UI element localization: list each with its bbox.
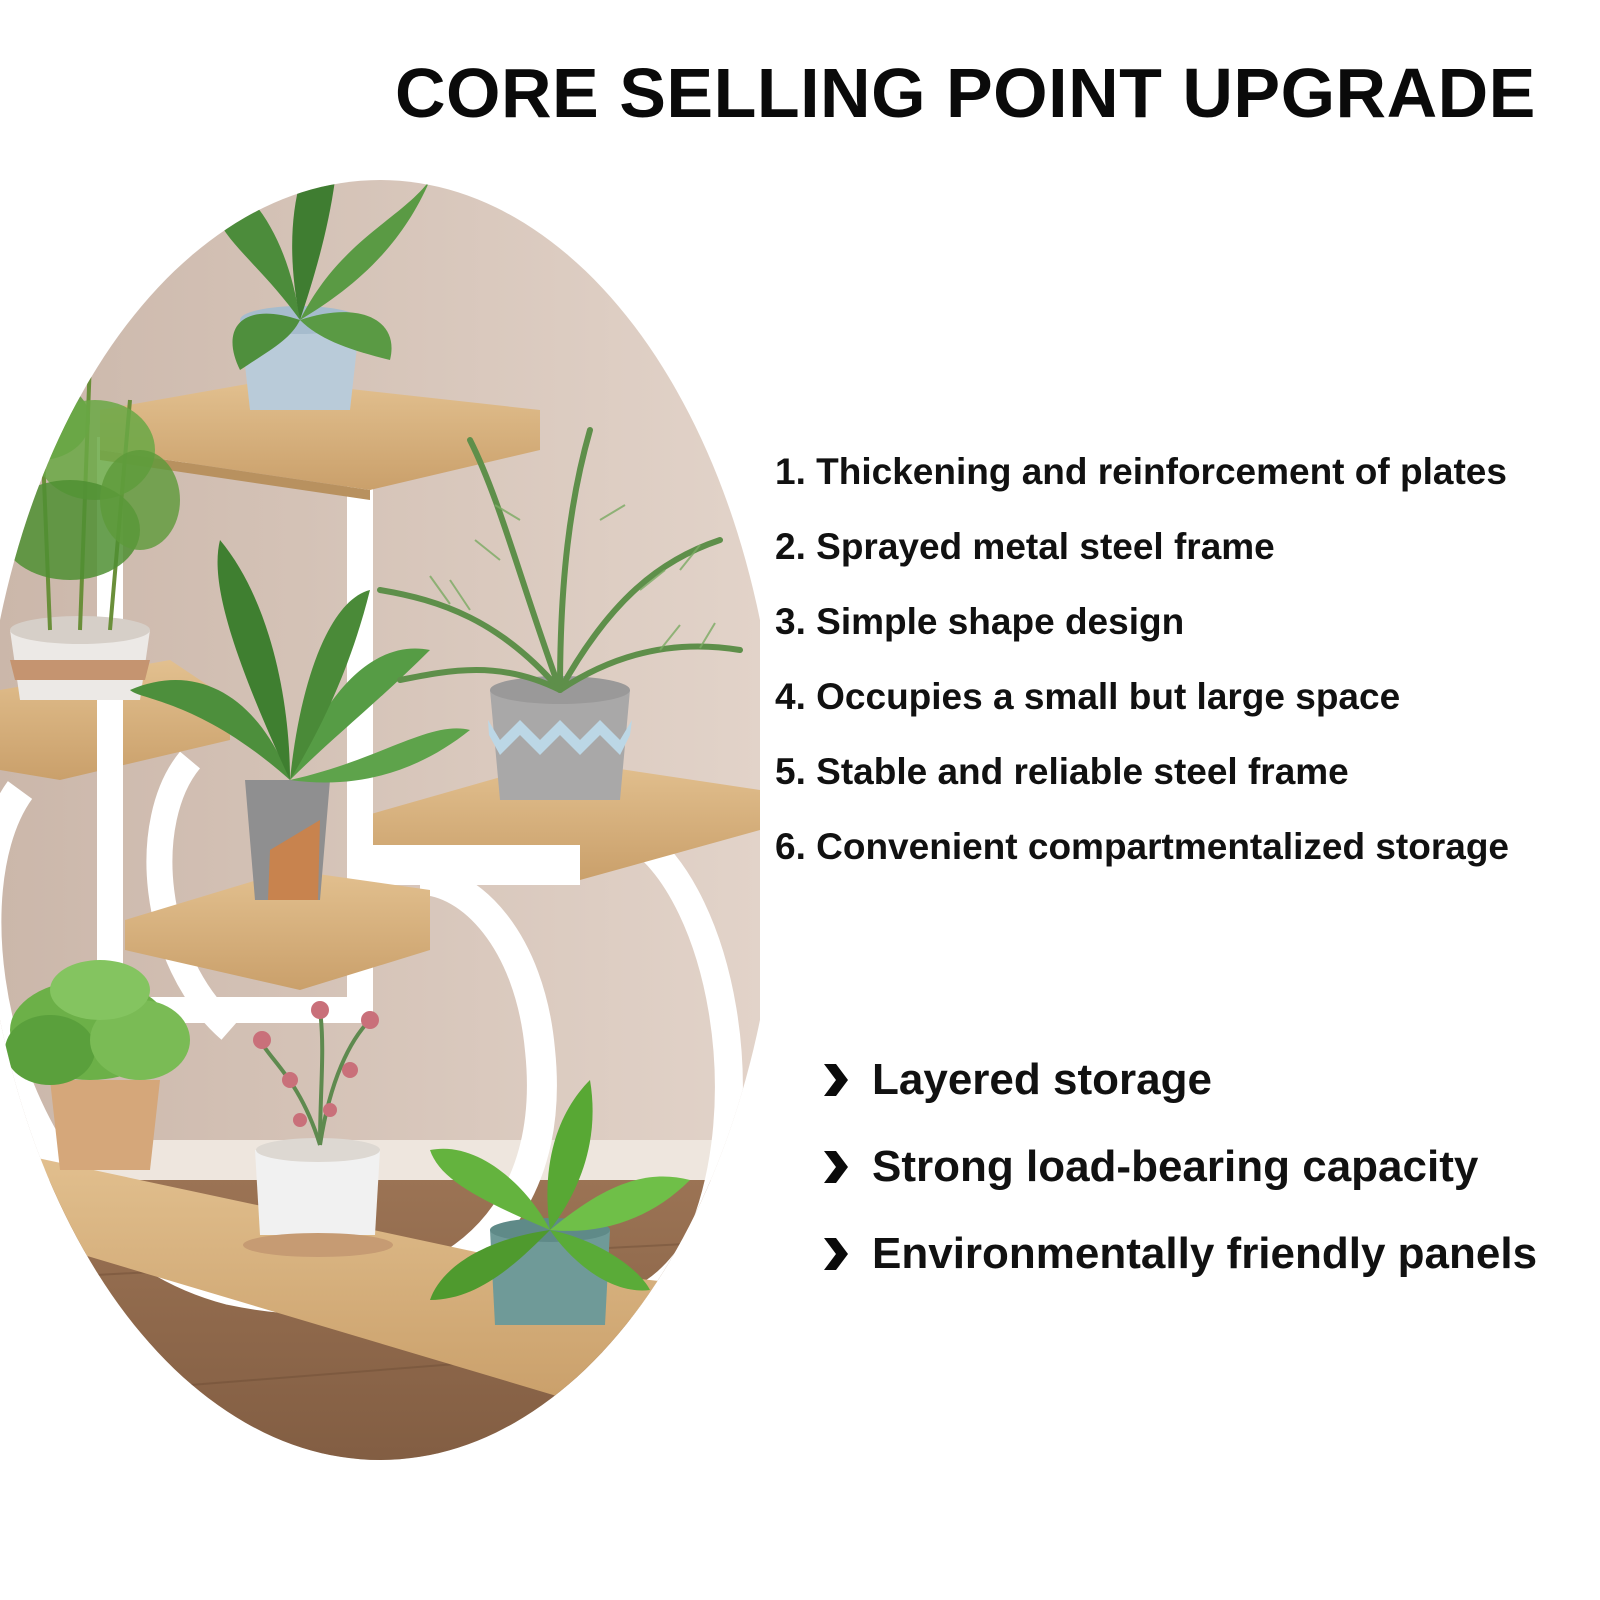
- top-shelf: [100, 380, 540, 490]
- pothos-plant: [430, 1080, 690, 1325]
- highlight-item: Layered storage: [822, 1055, 1537, 1105]
- highlight-item: Strong load-bearing capacity: [822, 1142, 1537, 1192]
- bottom-left-plant: [5, 960, 190, 1170]
- feature-item: 1. Thickening and reinforcement of plate…: [775, 451, 1507, 492]
- feature-list: 1. Thickening and reinforcement of plate…: [775, 452, 1509, 902]
- inner-shelf: [125, 870, 430, 990]
- succulent-plant: [243, 1001, 393, 1257]
- feature-item: 2. Sprayed metal steel frame: [775, 526, 1275, 567]
- product-photo: [0, 180, 760, 1460]
- chevron-right-icon: [824, 1238, 848, 1270]
- feature-item: 4. Occupies a small but large space: [775, 676, 1401, 717]
- palm-plant: [377, 427, 743, 800]
- highlight-label: Environmentally friendly panels: [872, 1229, 1538, 1278]
- feature-item: 3. Simple shape design: [775, 601, 1185, 642]
- highlight-label: Strong load-bearing capacity: [872, 1142, 1479, 1191]
- page-title: CORE SELLING POINT UPGRADE: [395, 54, 1536, 132]
- highlight-item: Environmentally friendly panels: [822, 1229, 1537, 1279]
- chevron-right-icon: [824, 1151, 848, 1183]
- middle-plant: [130, 540, 470, 900]
- feature-item: 6. Convenient compartmentalized storage: [775, 826, 1510, 867]
- highlight-label: Layered storage: [872, 1055, 1212, 1104]
- bottom-shelf: [0, 1150, 740, 1400]
- chevron-right-icon: [824, 1064, 848, 1096]
- highlight-list: Layered storage Strong load-bearing capa…: [822, 1055, 1537, 1316]
- feature-item: 5. Stable and reliable steel frame: [775, 751, 1349, 792]
